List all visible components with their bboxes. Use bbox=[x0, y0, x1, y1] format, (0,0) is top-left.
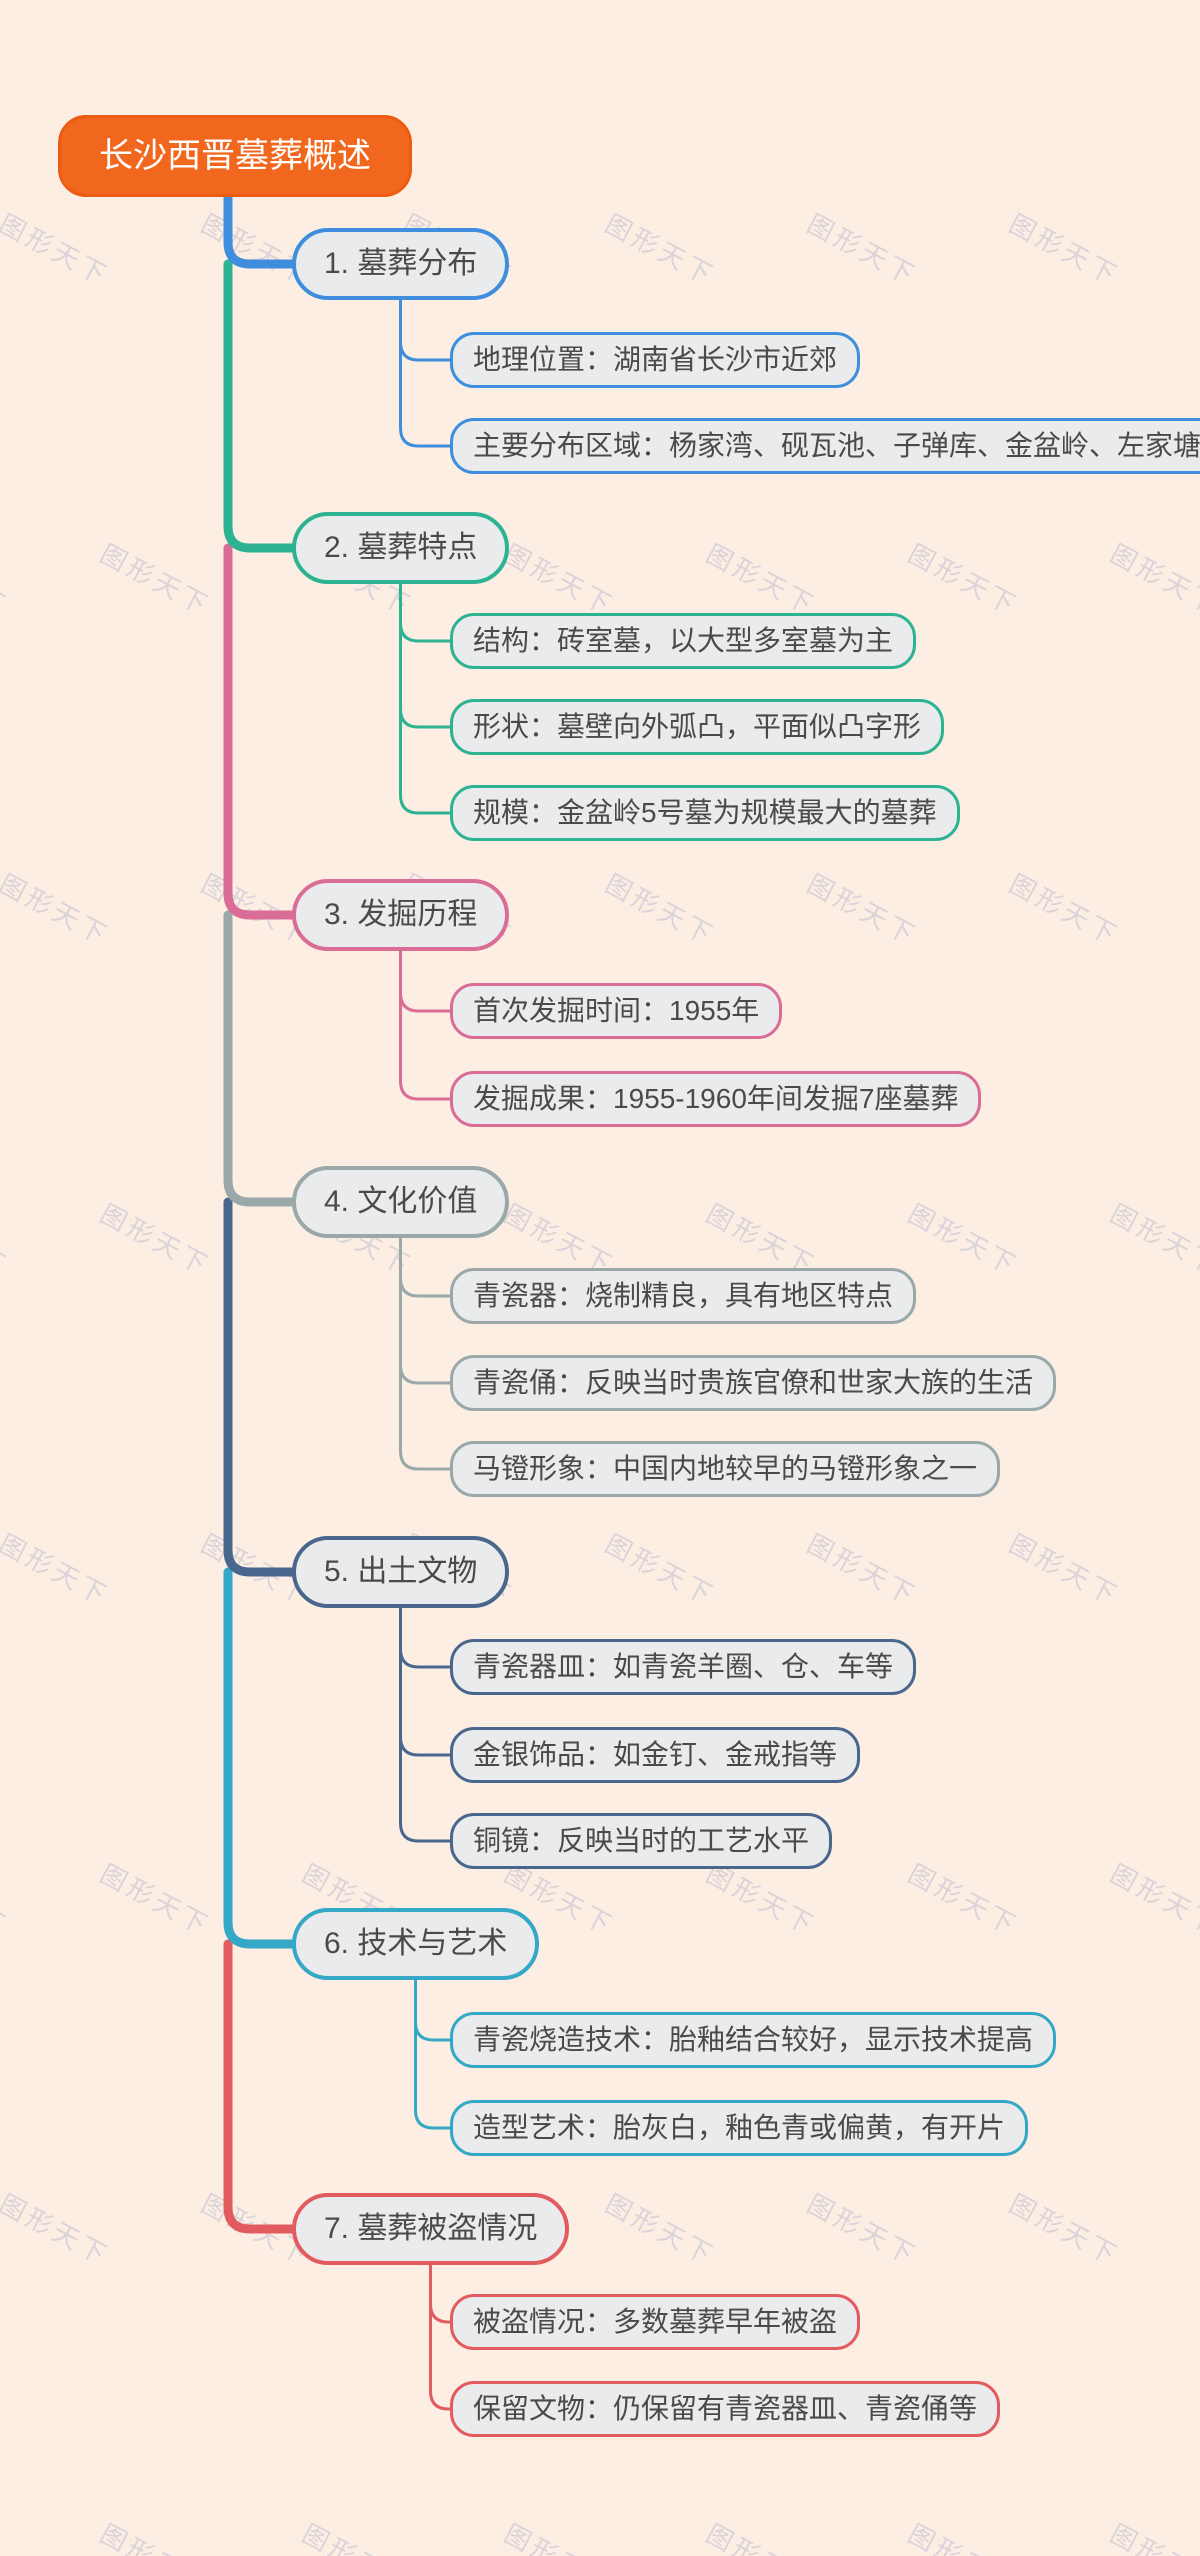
child-node-7-2[interactable]: 保留文物：仍保留有青瓷器皿、青瓷俑等 bbox=[450, 2381, 1001, 2437]
child-node-2-3[interactable]: 规模：金盆岭5号墓为规模最大的墓葬 bbox=[450, 785, 960, 841]
child-node-4-3[interactable]: 马镫形象：中国内地较早的马镫形象之一 bbox=[450, 1441, 1001, 1497]
child-node-6-2[interactable]: 造型艺术：胎灰白，釉色青或偏黄，有开片 bbox=[450, 2100, 1029, 2156]
branch-node-7[interactable]: 7. 墓葬被盗情况 bbox=[292, 2193, 570, 2265]
child-node-6-1[interactable]: 青瓷烧造技术：胎釉结合较好，显示技术提高 bbox=[450, 2012, 1057, 2068]
child-node-1-2[interactable]: 主要分布区域：杨家湾、砚瓦池、子弹库、金盆岭、左家塘 bbox=[450, 418, 1200, 474]
child-node-5-3[interactable]: 铜镜：反映当时的工艺水平 bbox=[450, 1813, 833, 1869]
branch-node-1[interactable]: 1. 墓葬分布 bbox=[292, 228, 510, 300]
child-node-2-2[interactable]: 形状：墓壁向外弧凸，平面似凸字形 bbox=[450, 699, 945, 755]
child-node-4-1[interactable]: 青瓷器：烧制精良，具有地区特点 bbox=[450, 1268, 917, 1324]
child-node-3-1[interactable]: 首次发掘时间：1955年 bbox=[450, 983, 783, 1039]
child-node-5-2[interactable]: 金银饰品：如金钉、金戒指等 bbox=[450, 1727, 861, 1783]
branch-node-4[interactable]: 4. 文化价值 bbox=[292, 1166, 510, 1238]
child-node-3-2[interactable]: 发掘成果：1955-1960年间发掘7座墓葬 bbox=[450, 1071, 982, 1127]
child-node-4-2[interactable]: 青瓷俑：反映当时贵族官僚和世家大族的生活 bbox=[450, 1355, 1057, 1411]
branch-node-3[interactable]: 3. 发掘历程 bbox=[292, 879, 510, 951]
child-node-7-1[interactable]: 被盗情况：多数墓葬早年被盗 bbox=[450, 2294, 861, 2350]
branch-node-6[interactable]: 6. 技术与艺术 bbox=[292, 1908, 540, 1980]
branch-node-2[interactable]: 2. 墓葬特点 bbox=[292, 512, 510, 584]
child-node-1-1[interactable]: 地理位置：湖南省长沙市近郊 bbox=[450, 332, 861, 388]
root-node[interactable]: 长沙西晋墓葬概述 bbox=[58, 115, 412, 197]
branch-node-5[interactable]: 5. 出土文物 bbox=[292, 1536, 510, 1608]
child-node-2-1[interactable]: 结构：砖室墓，以大型多室墓为主 bbox=[450, 613, 917, 669]
child-node-5-1[interactable]: 青瓷器皿：如青瓷羊圈、仓、车等 bbox=[450, 1639, 917, 1695]
